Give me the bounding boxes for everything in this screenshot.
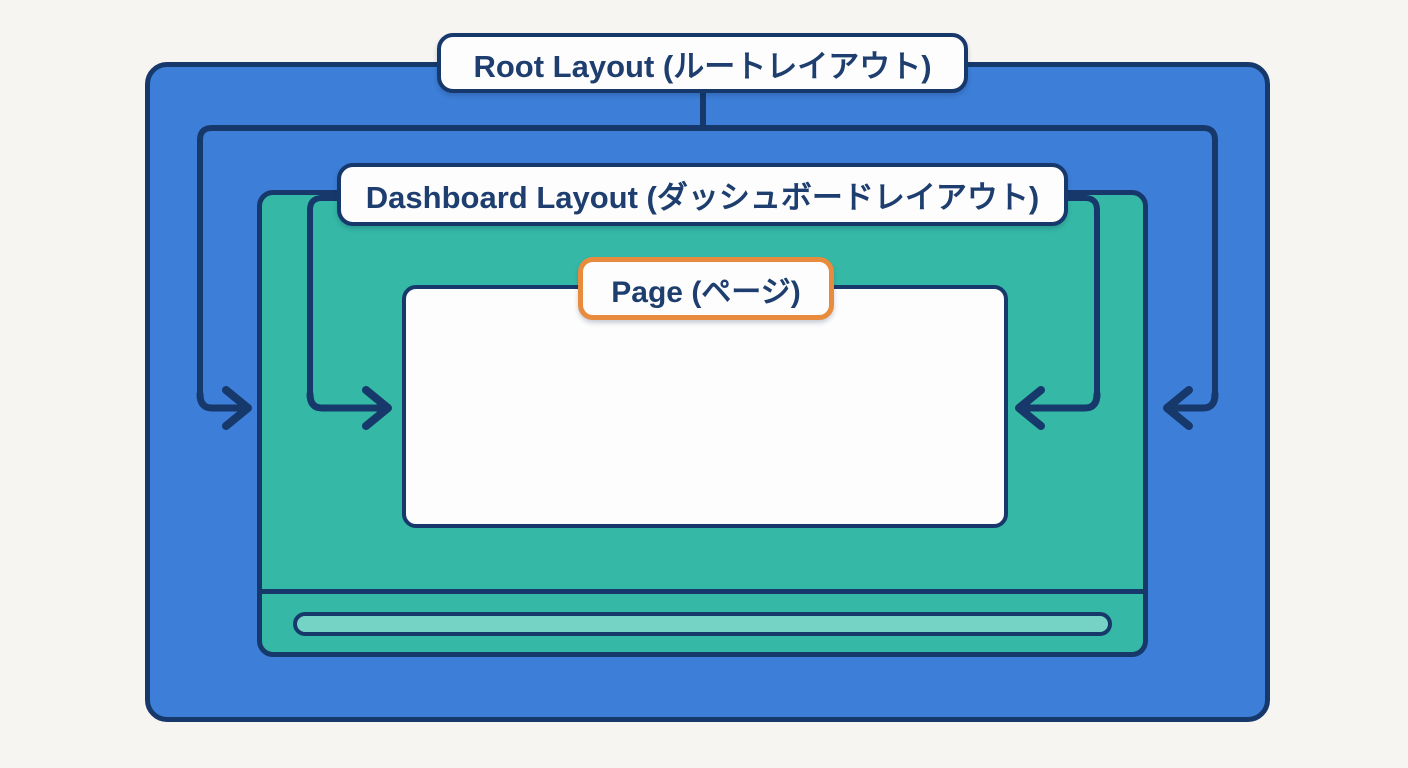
root-layout-label: Root Layout (ルートレイアウト): [437, 33, 968, 93]
dashboard-layout-label: Dashboard Layout (ダッシュボードレイアウト): [337, 163, 1068, 226]
dashboard-layout-label-text: Dashboard Layout (ダッシュボードレイアウト): [365, 180, 1040, 215]
page-label: Page (ページ): [578, 257, 834, 320]
page-label-text: Page (ページ): [611, 275, 801, 309]
page-content-area: [402, 285, 1008, 528]
root-layout-label-text: Root Layout (ルートレイアウト): [473, 48, 932, 84]
dashboard-footer-bar: [293, 612, 1112, 636]
dashboard-footer-divider: [262, 589, 1143, 594]
